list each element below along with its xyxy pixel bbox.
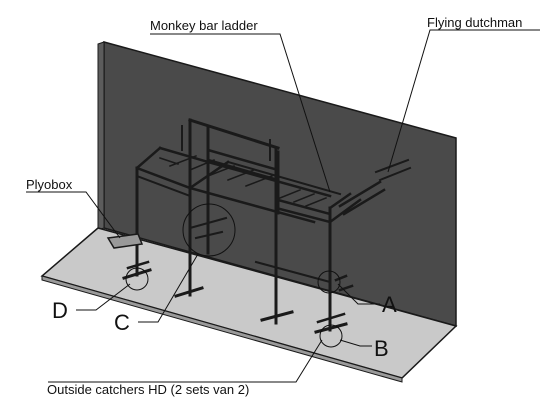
detail-circle-a [317,270,341,294]
label-monkey-bar-ladder: Monkey bar ladder [150,18,258,33]
detail-circle-d [125,267,149,291]
label-letter-a: A [382,292,397,317]
label-letter-c: C [114,310,130,335]
detail-circle-b [319,324,343,348]
label-letter-d: D [52,298,68,323]
rig-frame [106,118,412,334]
wall-edge [97,41,105,231]
leader-lines [26,29,540,383]
label-flying-dutchman: Flying dutchman [427,15,522,30]
detail-circle-c [182,203,236,257]
label-plyobox: Plyobox [26,177,73,192]
label-letter-b: B [374,336,389,361]
label-outside-catchers: Outside catchers HD (2 sets van 2) [47,382,249,397]
